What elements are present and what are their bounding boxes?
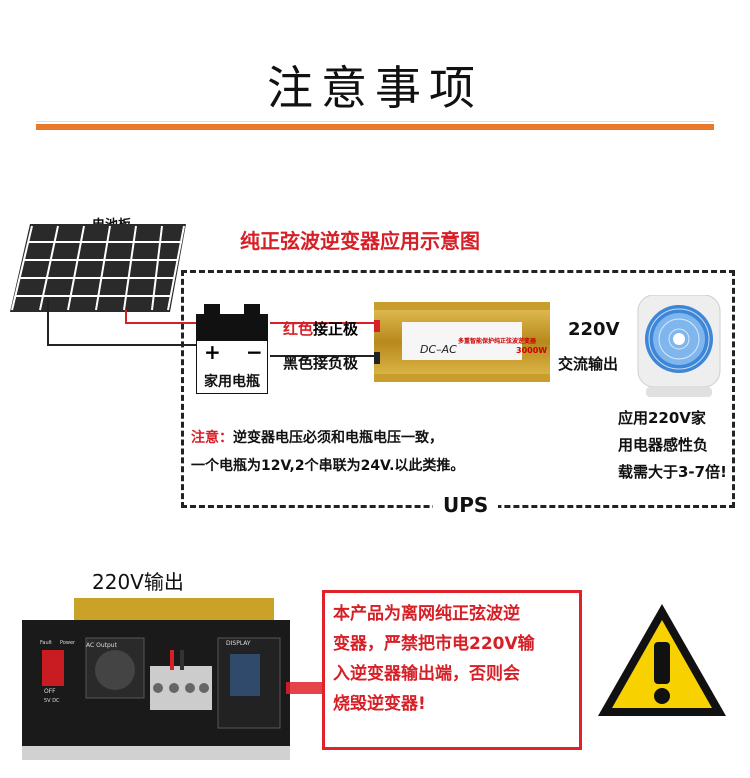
page-title: 注意事项: [0, 52, 750, 118]
note-line-2: 一个电瓶为12V,2个串联为24V.以此类推。: [191, 455, 464, 475]
battery-plus: +: [204, 340, 221, 364]
side-note-3: 载需大于3-7倍!: [618, 459, 727, 486]
usb-label: 5V DC: [44, 698, 60, 704]
battery-minus: −: [246, 340, 263, 364]
note-line-1: 注意：逆变器电压必须和电瓶电压一致，: [191, 427, 443, 447]
warning-line-2: 变器，严禁把市电220V输: [333, 629, 571, 659]
red-arrow-glow: [286, 670, 322, 706]
side-note-2: 用电器感性负: [618, 432, 727, 459]
warning-line-1: 本产品为离网纯正弦波逆: [333, 599, 571, 629]
display-label: DISPLAY: [226, 640, 251, 647]
inverter-power: 3000W: [516, 346, 547, 355]
bottom-output-label: 220V输出: [92, 566, 184, 595]
title-divider: [36, 121, 714, 122]
fan-icon: [632, 295, 726, 399]
orange-rule: [36, 124, 714, 130]
negative-label: 黑色接负极: [283, 352, 358, 373]
battery-label: 家用电瓶: [197, 371, 267, 391]
positive-suffix: 接正极: [313, 320, 358, 338]
diagram-title: 纯正弦波逆变器应用示意图: [240, 225, 480, 254]
side-note: 应用220V家 用电器感性负 载需大于3-7倍!: [618, 405, 727, 486]
output-label: 交流输出: [558, 353, 618, 374]
fault-label: Fault: [40, 640, 52, 646]
note-text-1: 逆变器电压必须和电瓶电压一致，: [233, 430, 443, 446]
inverter-dcac-text: DC–AC: [420, 343, 457, 356]
warning-triangle-icon: [596, 602, 728, 720]
ups-label: UPS: [433, 493, 498, 517]
ac-output-label: AC Output: [86, 642, 117, 649]
side-note-1: 应用220V家: [618, 405, 727, 432]
warning-box: 本产品为离网纯正弦波逆 变器，严禁把市电220V输 入逆变器输出端，否则会 烧毁…: [322, 590, 582, 750]
off-label: OFF: [44, 688, 56, 695]
power-label: Power: [60, 640, 75, 646]
inverter-brand: 多重智能保护纯正弦波逆变器: [458, 336, 536, 345]
solar-panel-icon: [10, 224, 186, 312]
warning-line-3: 入逆变器输出端，否则会: [333, 659, 571, 689]
warning-line-4: 烧毁逆变器!: [333, 689, 571, 719]
positive-label: 红色接正极: [283, 318, 358, 339]
note-prefix: 注意：: [191, 430, 233, 446]
output-voltage: 220V: [568, 319, 620, 340]
red-word: 红色: [283, 320, 313, 338]
inverter-panel-image: [22, 598, 290, 760]
